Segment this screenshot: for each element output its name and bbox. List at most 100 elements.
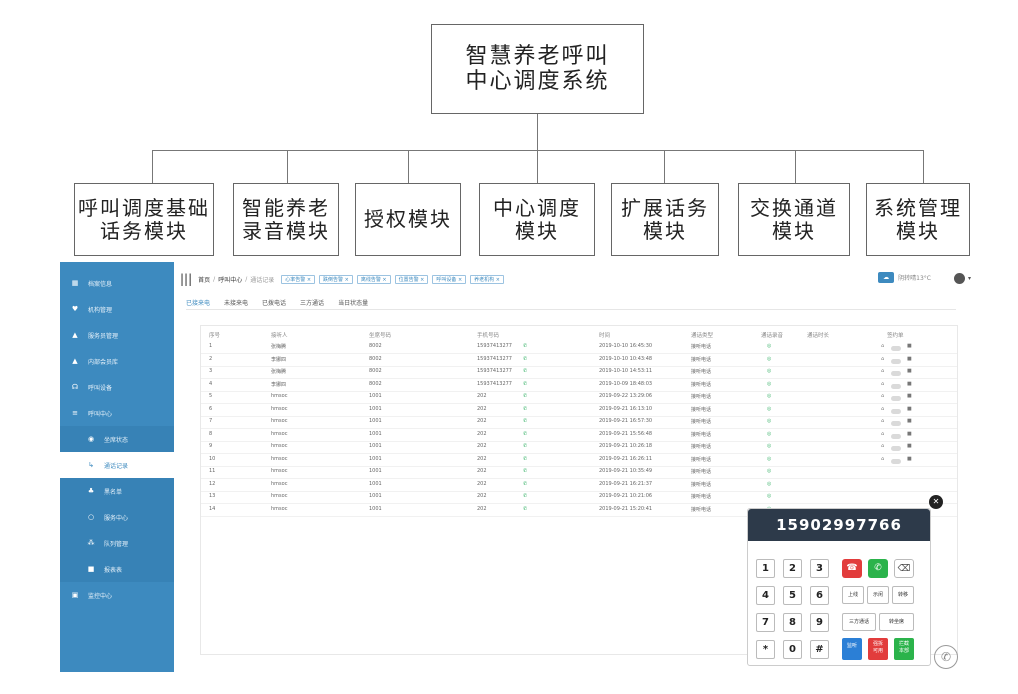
play-recording-icon[interactable]: ◎: [767, 493, 772, 499]
print-icon[interactable]: ■: [907, 443, 912, 449]
breadcrumb-section[interactable]: 呼叫中心: [218, 276, 243, 284]
toggle-switch[interactable]: [891, 433, 901, 439]
sidebar-item-archives[interactable]: ▦档案信息: [60, 270, 174, 296]
phone-icon[interactable]: ✆: [523, 418, 528, 424]
tab-daily-status[interactable]: 当日状态量: [338, 300, 369, 307]
print-icon[interactable]: ■: [907, 343, 912, 349]
dial-key-3[interactable]: 3: [810, 559, 829, 578]
idle-button[interactable]: 示闲: [867, 586, 889, 604]
phone-icon[interactable]: ✆: [523, 355, 528, 362]
hangup-button[interactable]: ☎: [842, 559, 862, 578]
toggle-switch[interactable]: [891, 421, 901, 426]
tab-tag[interactable]: 位置告警 ×: [394, 274, 429, 284]
phone-icon[interactable]: ✆: [523, 430, 528, 437]
dial-key-5[interactable]: 5: [783, 586, 802, 605]
hamburger-icon[interactable]: |||: [180, 272, 193, 286]
tab-three-way[interactable]: 三方通话: [300, 300, 325, 307]
phone-icon[interactable]: ✆: [523, 343, 528, 349]
tab-tag[interactable]: 呼叫设备 ×: [432, 274, 467, 284]
toggle-switch[interactable]: [891, 383, 901, 389]
close-icon[interactable]: ✕: [929, 495, 943, 509]
avatar[interactable]: [954, 273, 965, 284]
tab-tag[interactable]: 跌倒告警 ×: [319, 274, 353, 284]
play-recording-icon[interactable]: ◎: [767, 430, 772, 437]
toggle-switch[interactable]: [891, 358, 901, 364]
sidebar-item-call-center[interactable]: ≡呼叫中心: [60, 400, 174, 426]
play-recording-icon[interactable]: ◎: [767, 343, 772, 349]
play-recording-icon[interactable]: ◎: [767, 405, 772, 412]
phone-icon[interactable]: ✆: [934, 645, 958, 669]
print-icon[interactable]: ■: [907, 355, 912, 362]
sidebar-item-devices[interactable]: ☊呼叫设备: [60, 374, 174, 400]
intercept-button[interactable]: 拦截 本部: [894, 638, 914, 660]
play-recording-icon[interactable]: ◎: [767, 393, 772, 399]
phone-icon[interactable]: ✆: [523, 380, 528, 387]
sidebar-item-call-records[interactable]: ↳通话记录: [60, 452, 174, 478]
phone-icon[interactable]: ✆: [523, 393, 528, 399]
sidebar-item-staff[interactable]: ▲服务员管理: [60, 322, 174, 348]
play-recording-icon[interactable]: ◎: [767, 380, 772, 387]
three-way-button[interactable]: 三方通话: [842, 613, 876, 631]
play-recording-icon[interactable]: ◎: [767, 443, 772, 449]
dial-key-star[interactable]: *: [756, 640, 775, 659]
print-icon[interactable]: ■: [907, 380, 912, 387]
sidebar-item-service-center[interactable]: ○服务中心: [60, 504, 174, 530]
phone-icon[interactable]: ✆: [523, 443, 528, 449]
print-icon[interactable]: ■: [907, 418, 912, 424]
phone-icon[interactable]: ✆: [523, 455, 528, 462]
dial-key-hash[interactable]: #: [810, 640, 829, 659]
dial-key-8[interactable]: 8: [783, 613, 802, 632]
dial-key-9[interactable]: 9: [810, 613, 829, 632]
force-hangup-button[interactable]: 强拆 可用: [868, 638, 888, 660]
phone-icon[interactable]: ✆: [523, 405, 528, 412]
sidebar-item-seat-status[interactable]: ◉坐席状态: [60, 426, 174, 452]
sidebar-item-monitoring[interactable]: ▣监控中心: [60, 582, 174, 608]
print-icon[interactable]: ■: [907, 455, 912, 462]
dial-key-7[interactable]: 7: [756, 613, 775, 632]
play-recording-icon[interactable]: ◎: [767, 355, 772, 362]
tab-tag[interactable]: 离线告警 ×: [356, 274, 391, 284]
phone-icon[interactable]: ✆: [523, 480, 528, 487]
sidebar-item-reports[interactable]: ■报表表: [60, 556, 174, 582]
dial-key-1[interactable]: 1: [756, 559, 775, 578]
phone-icon[interactable]: ✆: [523, 493, 528, 499]
online-button[interactable]: 上线: [842, 586, 864, 604]
tab-tag[interactable]: 养老机构 ×: [470, 274, 504, 284]
breadcrumb-home[interactable]: 首页: [198, 276, 211, 284]
play-recording-icon[interactable]: ◎: [767, 455, 772, 462]
toggle-switch[interactable]: [891, 346, 901, 351]
print-icon[interactable]: ■: [907, 368, 912, 374]
play-recording-icon[interactable]: ◎: [767, 368, 772, 374]
sidebar-item-institutions[interactable]: ♥机构管理: [60, 296, 174, 322]
sidebar-item-queues[interactable]: ⁂队列管理: [60, 530, 174, 556]
toggle-switch[interactable]: [891, 458, 901, 464]
toggle-switch[interactable]: [891, 446, 901, 451]
tab-dialed[interactable]: 已拨电话: [262, 300, 287, 307]
dial-key-2[interactable]: 2: [783, 559, 802, 578]
backspace-button[interactable]: ⌫: [894, 559, 914, 578]
dial-key-4[interactable]: 4: [756, 586, 775, 605]
phone-icon[interactable]: ✆: [523, 368, 528, 374]
toggle-switch[interactable]: [891, 396, 901, 401]
play-recording-icon[interactable]: ◎: [767, 418, 772, 424]
toggle-switch[interactable]: [891, 371, 901, 376]
tab-tag[interactable]: 心率告警 ×: [281, 274, 316, 284]
transfer-button[interactable]: 转移: [892, 586, 914, 604]
toggle-switch[interactable]: [891, 408, 901, 414]
dial-key-6[interactable]: 6: [810, 586, 829, 605]
phone-icon[interactable]: ✆: [523, 505, 528, 512]
transfer-seat-button[interactable]: 转坐席: [879, 613, 914, 631]
monitor-button[interactable]: 监听: [842, 638, 862, 660]
print-icon[interactable]: ■: [907, 430, 912, 437]
print-icon[interactable]: ■: [907, 405, 912, 412]
sidebar-item-members[interactable]: ▲内部会员库: [60, 348, 174, 374]
play-recording-icon[interactable]: ◎: [767, 468, 772, 474]
tab-missed[interactable]: 未接来电: [224, 300, 249, 307]
dial-key-0[interactable]: 0: [783, 640, 802, 659]
phone-icon[interactable]: ✆: [523, 468, 528, 474]
answer-button[interactable]: ✆: [868, 559, 888, 578]
sidebar-item-blacklist[interactable]: ♣黑名单: [60, 478, 174, 504]
chevron-down-icon[interactable]: ▾: [967, 275, 971, 282]
print-icon[interactable]: ■: [907, 393, 912, 399]
play-recording-icon[interactable]: ◎: [767, 480, 772, 487]
